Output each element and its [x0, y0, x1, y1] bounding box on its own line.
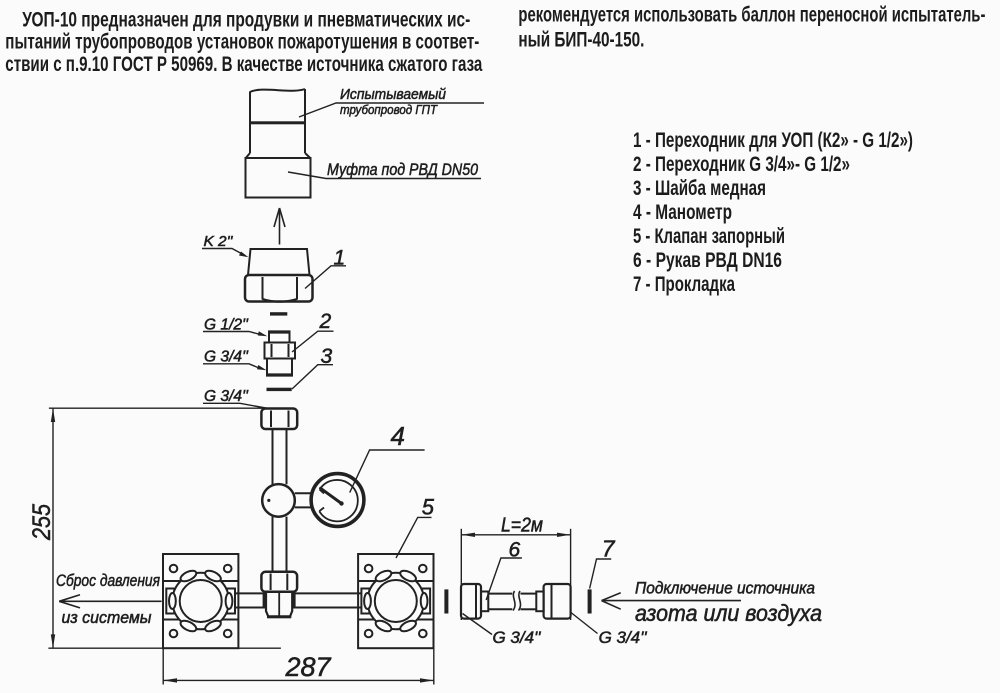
svg-text:1 - Переходник для УОП (К2» -: 1 - Переходник для УОП (К2» - G 1/2»)	[633, 129, 913, 152]
svg-text:Сброс давления: Сброс давления	[56, 572, 160, 590]
svg-text:L=2м: L=2м	[501, 515, 543, 537]
svg-text:Муфта под РВД DN50: Муфта под РВД DN50	[327, 160, 478, 179]
svg-text:7 - Прокладка: 7 - Прокладка	[633, 273, 735, 296]
svg-text:G 3/4'': G 3/4''	[599, 628, 648, 647]
svg-text:3 - Шайба медная: 3 - Шайба медная	[633, 177, 766, 200]
svg-text:Испытываемый: Испытываемый	[340, 86, 447, 103]
svg-text:Подключение источника: Подключение источника	[635, 580, 815, 598]
svg-text:ствии с п.9.10 ГОСТ Р 50969. В: ствии с п.9.10 ГОСТ Р 50969. В качестве …	[5, 53, 482, 76]
svg-text:7: 7	[602, 536, 616, 562]
svg-text:6: 6	[509, 539, 521, 562]
svg-text:5 - Клапан запорный: 5 - Клапан запорный	[633, 225, 785, 248]
svg-text:G 3/4'': G 3/4''	[493, 628, 542, 647]
svg-text:255: 255	[28, 504, 56, 541]
svg-text:рекомендуется использовать бал: рекомендуется использовать баллон перено…	[518, 3, 985, 26]
svg-text:5: 5	[422, 495, 435, 520]
svg-text:2: 2	[319, 310, 332, 333]
svg-text:3: 3	[321, 345, 333, 368]
svg-text:K 2'': K 2''	[204, 233, 234, 250]
svg-text:G 3/4'': G 3/4''	[204, 388, 249, 405]
svg-text:4: 4	[391, 421, 405, 451]
svg-text:пытаний трубопроводов установо: пытаний трубопроводов установок пожароту…	[5, 31, 479, 54]
svg-text:G 3/4'': G 3/4''	[204, 349, 249, 366]
svg-text:трубопровод ГПТ: трубопровод ГПТ	[340, 102, 438, 117]
svg-text:1: 1	[334, 247, 346, 270]
svg-text:4 - Манометр: 4 - Манометр	[633, 201, 732, 224]
svg-text:G 1/2'': G 1/2''	[204, 317, 249, 334]
svg-text:УОП-10 предназначен для продув: УОП-10 предназначен для продувки и пневм…	[22, 8, 470, 31]
svg-text:ный БИП-40-150.: ный БИП-40-150.	[518, 28, 644, 51]
svg-text:из системы: из системы	[62, 609, 152, 627]
svg-text:2 - Переходник G 3/4»- G 1/2»: 2 - Переходник G 3/4»- G 1/2»	[633, 153, 850, 176]
svg-text:6 - Рукав РВД DN16: 6 - Рукав РВД DN16	[633, 249, 782, 272]
svg-text:287: 287	[284, 652, 331, 682]
svg-text:азота или воздуха: азота или воздуха	[635, 600, 822, 626]
